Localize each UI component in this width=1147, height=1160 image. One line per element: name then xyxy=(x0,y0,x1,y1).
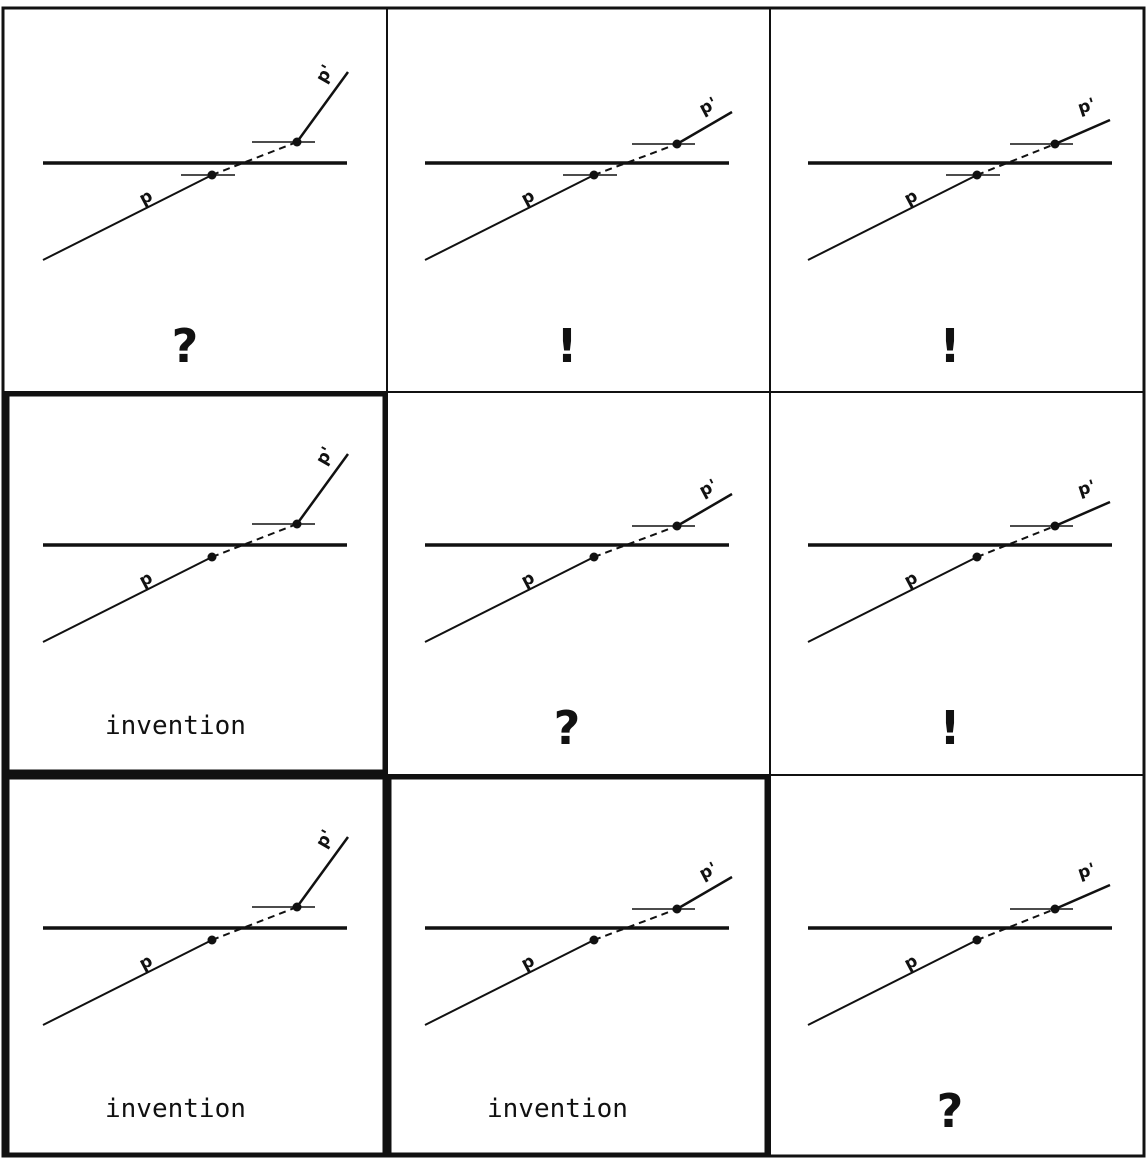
caption-mark: ! xyxy=(940,701,961,755)
label-p-prime: p' xyxy=(696,476,721,502)
panel-6: p p'! xyxy=(807,476,1112,755)
caption-mark: ? xyxy=(937,1084,964,1138)
refracted-line xyxy=(1054,118,1111,146)
label-p-prime: p' xyxy=(1075,476,1098,500)
caption-mark: ! xyxy=(940,319,961,373)
panel-4: p p' invention xyxy=(4,391,388,775)
caption-mark: ! xyxy=(557,319,578,373)
incoming-line xyxy=(424,174,595,261)
grid-frame xyxy=(1,6,1146,1158)
label-p: p xyxy=(518,951,538,974)
refracted-line xyxy=(295,836,350,908)
incoming-line xyxy=(42,556,213,643)
incoming-line xyxy=(807,174,978,261)
incoming-line xyxy=(807,939,978,1026)
highlight-border xyxy=(386,774,770,1158)
label-p-prime: p' xyxy=(312,61,338,86)
dashed-continuation xyxy=(211,141,298,176)
label-p: p xyxy=(518,568,538,591)
refracted-line xyxy=(676,492,733,528)
panel-7: p p' invention xyxy=(4,774,388,1158)
label-p-prime: p' xyxy=(696,94,721,120)
panel-3: p p'! xyxy=(807,94,1112,373)
panel-1: p p'? xyxy=(42,61,350,373)
label-p-prime: p' xyxy=(312,826,338,851)
label-p: p xyxy=(901,568,921,591)
dashed-continuation xyxy=(211,523,298,558)
panel-8: p p' invention xyxy=(386,774,770,1158)
label-p: p xyxy=(136,186,156,209)
panel-2: p p'! xyxy=(424,94,733,373)
caption-mark: ? xyxy=(554,701,581,755)
panel-9: p p'? xyxy=(807,859,1112,1138)
incoming-line xyxy=(42,939,213,1026)
dashed-continuation xyxy=(976,908,1056,941)
refracted-line xyxy=(1054,500,1111,528)
refracted-line xyxy=(295,71,350,143)
dashed-continuation xyxy=(976,525,1056,558)
panel-5: p p'? xyxy=(424,476,733,755)
refracted-line xyxy=(295,453,350,525)
refracted-line xyxy=(676,110,733,146)
refracted-line xyxy=(1054,883,1111,911)
dashed-continuation xyxy=(211,906,298,941)
label-p: p xyxy=(136,568,156,591)
label-p: p xyxy=(518,186,538,209)
refracted-line xyxy=(676,875,733,911)
label-p: p xyxy=(901,951,921,974)
label-p-prime: p' xyxy=(1075,94,1098,118)
label-p-prime: p' xyxy=(312,443,338,468)
dashed-continuation xyxy=(593,908,678,941)
label-p: p xyxy=(136,951,156,974)
label-p-prime: p' xyxy=(696,859,721,885)
highlight-border xyxy=(4,391,388,775)
incoming-line xyxy=(424,556,595,643)
label-p: p xyxy=(901,186,921,209)
caption-text: invention xyxy=(105,1094,246,1124)
incoming-line xyxy=(42,174,213,261)
label-p-prime: p' xyxy=(1075,859,1098,883)
caption-text: invention xyxy=(487,1094,628,1124)
incoming-line xyxy=(424,939,595,1026)
dashed-continuation xyxy=(593,525,678,558)
highlight-border xyxy=(4,774,388,1158)
dashed-continuation xyxy=(976,143,1056,176)
caption-text: invention xyxy=(105,711,246,741)
dashed-continuation xyxy=(593,143,678,176)
caption-mark: ? xyxy=(172,319,199,373)
incoming-line xyxy=(807,556,978,643)
